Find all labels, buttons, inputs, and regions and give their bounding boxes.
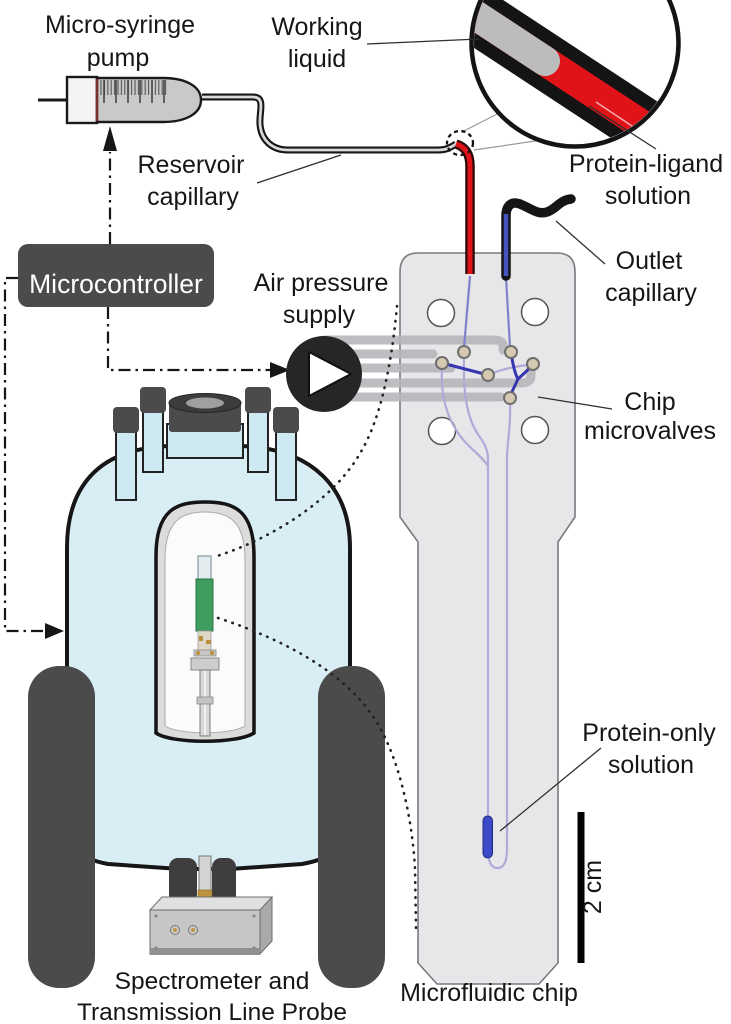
rf-connector-pin <box>173 928 177 932</box>
microvalve <box>504 345 518 359</box>
label-protein-ligand-1: Protein-ligand <box>569 150 723 178</box>
microcontroller: Microcontroller <box>18 244 214 307</box>
inset-working-liquid <box>474 0 560 76</box>
box-base <box>150 948 260 955</box>
control-arrowheads <box>45 126 290 639</box>
arrowhead-right-icon <box>45 623 64 639</box>
control-lines <box>3 152 272 633</box>
chip-hole <box>426 298 456 328</box>
magnet-ports <box>113 387 299 501</box>
nmr-magnet <box>28 387 385 988</box>
air-pump-triangle-icon <box>308 351 352 397</box>
probe-screw <box>195 650 201 656</box>
box-screw <box>252 914 256 918</box>
leader-protein-ligand <box>588 105 657 150</box>
dotted-link-chip-to-probe-top <box>215 304 399 558</box>
label-protein-ligand-2: solution <box>605 182 691 210</box>
leader-lines <box>256 38 657 832</box>
probe-screw <box>209 650 215 656</box>
label-microcontroller: Microcontroller <box>29 269 203 299</box>
label-protein-only-2: solution <box>608 751 694 779</box>
syringe-fine-ticks <box>100 80 168 95</box>
label-working-liquid-1: Working <box>271 13 362 41</box>
micro-syringe-pump <box>38 75 203 125</box>
magnet-rear-leg <box>169 858 197 908</box>
box-screw <box>252 946 256 950</box>
label-reservoir-capillary-1: Reservoir <box>138 151 245 179</box>
label-reservoir-capillary-2: capillary <box>147 183 239 211</box>
leader-chip-microvalves <box>537 396 613 410</box>
label-spectrometer-1: Spectrometer and <box>115 968 310 995</box>
label-protein-only-1: Protein-only <box>582 719 716 747</box>
probe-shaft-ring <box>196 696 214 705</box>
label-air-pressure-1: Air pressure <box>254 269 389 297</box>
label-micro-syringe-pump-1: Micro-syringe <box>45 11 195 39</box>
box-screw <box>154 914 158 918</box>
magnet-cap-inner <box>186 397 224 409</box>
reservoir-capillary <box>202 93 458 154</box>
leader-protein-only <box>499 747 602 832</box>
microvalve <box>481 368 495 382</box>
chip-hole <box>520 415 550 445</box>
probe-component <box>199 636 203 641</box>
dotted-link-probe-to-chip-bottom <box>216 616 418 930</box>
microvalve <box>503 391 517 405</box>
control-line-to-air-supply <box>106 307 272 372</box>
leader-reservoir-capillary <box>256 154 342 184</box>
label-working-liquid-2: liquid <box>288 45 346 73</box>
plunger-block <box>65 75 99 125</box>
arrowhead-right-icon <box>270 362 290 378</box>
microvalve <box>457 345 471 359</box>
probe-flange <box>193 649 217 657</box>
probe-board <box>195 578 214 632</box>
box-screw <box>154 946 158 950</box>
label-air-pressure-2: supply <box>283 301 356 329</box>
label-micro-syringe-pump-2: pump <box>87 44 150 72</box>
microcontroller-box <box>18 244 214 307</box>
probe-shaft-fitting <box>197 889 213 898</box>
outlet-capillary <box>501 194 576 281</box>
probe-bracket <box>190 657 220 671</box>
rf-connector-pin <box>191 928 195 932</box>
label-outlet-capillary-2: capillary <box>605 279 697 307</box>
junction-dashed-circle <box>445 129 475 157</box>
leader-outlet-capillary <box>555 220 606 265</box>
label-microfluidic-chip: Microfluidic chip <box>400 979 578 1007</box>
magnet-front-leg-left <box>28 666 95 988</box>
capillary-feed-lines <box>462 275 512 349</box>
control-line-to-magnet <box>3 276 44 633</box>
microfluidic-chip <box>319 252 576 985</box>
labels: Micro-syringe pump Working liquid Reserv… <box>45 11 723 1024</box>
label-chip-microvalves-1: Chip <box>624 388 675 416</box>
label-scale-bar: 2 cm <box>579 860 607 914</box>
probe-sample-tube <box>197 555 212 583</box>
magnified-inset <box>469 0 681 149</box>
spectrometer-box <box>148 895 274 956</box>
chip-mounting-holes <box>426 297 550 446</box>
label-spectrometer-2: Transmission Line Probe <box>77 999 347 1024</box>
label-outlet-capillary-1: Outlet <box>616 247 683 275</box>
box-front-face <box>149 909 261 955</box>
transmission-line-probe <box>190 555 220 737</box>
inlet-capillary-protein-ligand <box>454 139 475 274</box>
microvalve <box>526 357 540 371</box>
leader-working-liquid <box>366 38 480 45</box>
label-chip-microvalves-2: microvalves <box>584 417 716 445</box>
microvalve <box>435 356 449 370</box>
dotted-links <box>215 304 418 930</box>
scale-bar <box>577 812 585 963</box>
magnet-front-leg-right <box>318 666 385 988</box>
protein-only-plug <box>482 815 493 859</box>
box-top-face <box>148 896 274 911</box>
chip-hole <box>520 297 550 327</box>
chip-microvalves <box>435 345 540 405</box>
syringe-major-ticks <box>103 80 165 103</box>
magnet-rear-leg <box>212 858 236 908</box>
arrowhead-up-icon <box>103 126 117 151</box>
air-pressure-supply <box>286 336 362 412</box>
probe-component <box>206 640 211 644</box>
